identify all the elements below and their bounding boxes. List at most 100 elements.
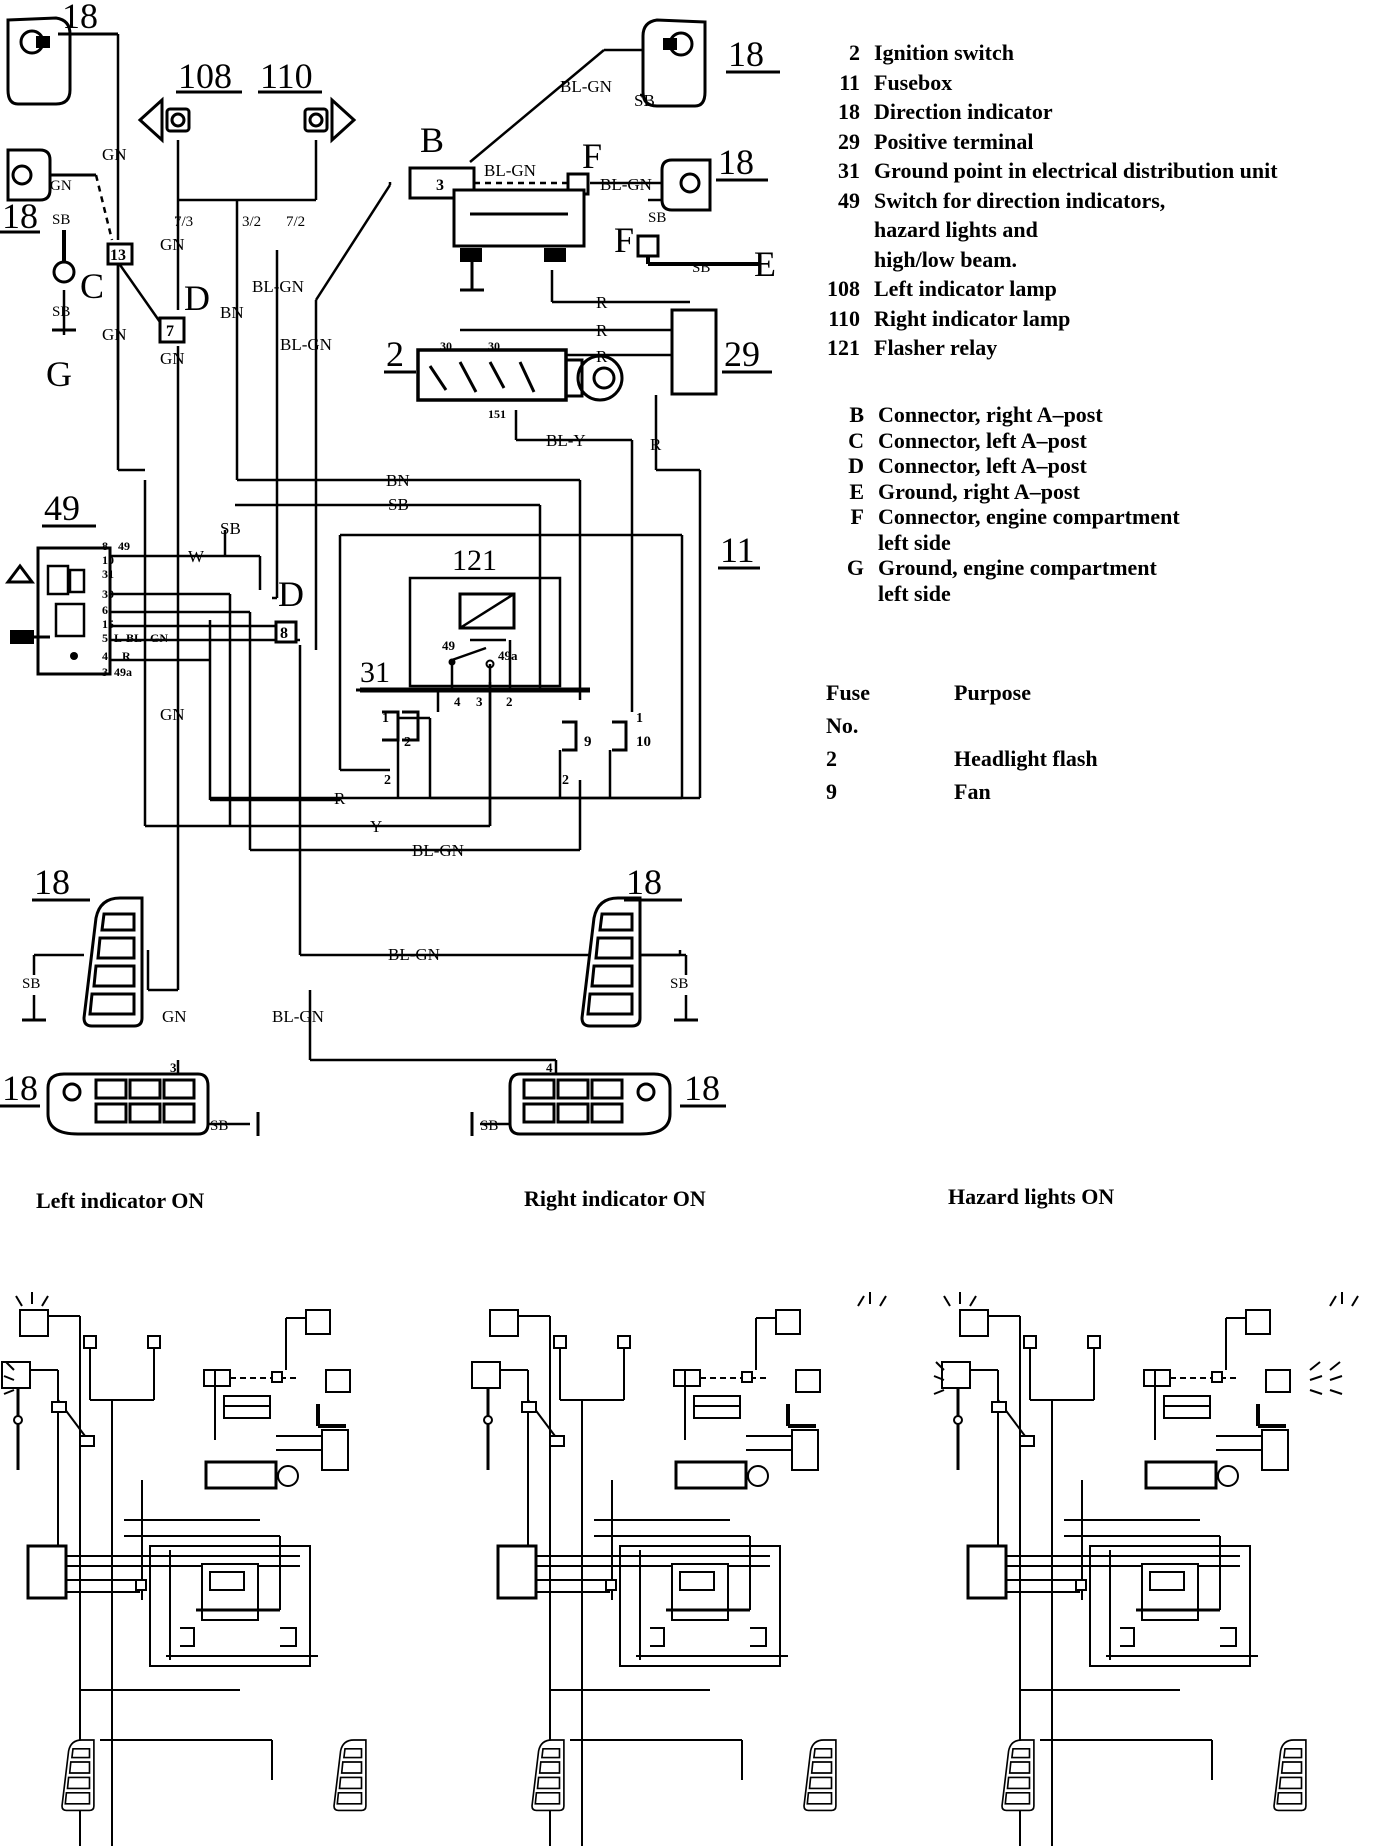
flash-rays [3, 1292, 1359, 1395]
svg-text:R: R [596, 321, 608, 340]
letter-g: G [46, 354, 72, 394]
svg-text:3: 3 [102, 665, 108, 679]
svg-text:7/3: 7/3 [174, 214, 193, 230]
thumbnail-right [470, 1308, 822, 1846]
caption-left-indicator: Left indicator ON [36, 1188, 205, 1213]
svg-text:R: R [334, 789, 346, 808]
thumbnail-tails [61, 1739, 1307, 1812]
ref-2: 2 [386, 334, 404, 374]
connector-legend-text: left side [878, 529, 951, 555]
letter-f: F [582, 136, 602, 176]
svg-text:BL-GN: BL-GN [600, 175, 652, 194]
legend-number: 11 [839, 69, 860, 95]
svg-text:R: R [122, 649, 131, 663]
legend-number: 49 [838, 187, 860, 213]
legend-number: 18 [838, 99, 860, 124]
ref-18-br: 18 [626, 862, 662, 902]
svg-text:BN: BN [386, 471, 410, 490]
legend-text: Fusebox [874, 69, 953, 95]
svg-text:8: 8 [280, 625, 288, 642]
svg-text:SB: SB [480, 1118, 498, 1134]
legend-text: high/low beam. [874, 246, 1018, 272]
letter-f2: F [614, 220, 634, 260]
svg-text:3/2: 3/2 [242, 214, 261, 230]
connector-d8 [274, 620, 298, 644]
svg-text:SB: SB [388, 495, 409, 514]
caption-hazard: Hazard lights ON [948, 1184, 1115, 1209]
svg-text:7: 7 [166, 323, 174, 340]
ref-18-tr: 18 [728, 34, 764, 74]
legend-text: Ground point in electrical distribution … [874, 158, 1278, 183]
ref-18-ml: 18 [2, 196, 38, 236]
connector-legend-letter: B [849, 402, 864, 427]
connector-legend-letter: D [848, 453, 864, 478]
legend-number: 121 [827, 335, 860, 360]
legend-text: Switch for direction indicators, [874, 187, 1166, 213]
connector-legend-text: Connector, right A–post [878, 402, 1103, 427]
svg-text:BL-GN: BL-GN [272, 1007, 324, 1026]
svg-text:3: 3 [170, 1060, 177, 1075]
svg-text:R: R [650, 435, 662, 454]
ref-31: 31 [360, 656, 390, 689]
legend-row: 11 Fusebox [839, 68, 1278, 98]
flasher-relay-icon [448, 592, 516, 826]
wire-labels: BL-GN SB GN GN SB SB 7/3 3/2 7/2 GN BL-G… [22, 77, 710, 1134]
connector-legend-text: Ground, engine compartment [878, 555, 1157, 580]
svg-text:BL-GN: BL-GN [484, 161, 536, 180]
thumbnail-left [0, 1308, 352, 1846]
connector-legend-text: left side [878, 580, 951, 606]
svg-text:BL-Y: BL-Y [546, 431, 586, 450]
svg-text:BL-GN: BL-GN [280, 335, 332, 354]
ref-110: 110 [260, 56, 313, 96]
component-refs: 18 108 110 18 18 18 2 29 49 11 121 31 18… [2, 0, 764, 1108]
svg-text:10: 10 [636, 734, 651, 750]
positive-terminal-box [670, 308, 718, 396]
svg-text:R: R [596, 347, 608, 366]
svg-text:4: 4 [546, 1060, 553, 1075]
svg-text:R: R [596, 293, 608, 312]
legend-text: Flasher relay [874, 335, 998, 360]
ref-18-bl: 18 [34, 862, 70, 902]
svg-text:BL-GN: BL-GN [252, 277, 304, 296]
svg-text:GN: GN [162, 1007, 187, 1026]
ref-18-bbl: 18 [2, 1068, 38, 1108]
ref-121: 121 [452, 544, 497, 577]
legend-row: hazard lights and [874, 215, 1278, 245]
legend-row: 49 Switch for direction indicators, [838, 186, 1278, 216]
svg-text:SB: SB [210, 1118, 228, 1134]
legend-number: 29 [838, 128, 860, 154]
ref-108: 108 [178, 56, 232, 96]
indicator-18-left-icon [6, 148, 52, 202]
svg-text:GN: GN [160, 349, 185, 368]
svg-text:2: 2 [506, 694, 513, 709]
legend-number: 31 [838, 158, 860, 183]
svg-text:49a: 49a [114, 665, 132, 679]
connector-legend-row: B Connector, right A–post [849, 402, 1180, 428]
svg-text:1: 1 [636, 711, 643, 726]
fuse-table: Fuse Purpose No. 2 Headlight flash 9 Fan [826, 676, 1226, 808]
svg-text:30: 30 [488, 339, 500, 353]
fuse-row: 2 Headlight flash [826, 746, 1098, 771]
ref-18-tl: 18 [62, 0, 98, 36]
letter-c: C [80, 266, 104, 306]
ref-underlines [0, 32, 780, 1108]
svg-text:SB: SB [634, 91, 655, 110]
legend-number: 108 [827, 276, 860, 301]
svg-text:6: 6 [102, 603, 108, 617]
battery-icon [452, 188, 586, 292]
connector-legend-text: Connector, left A–post [878, 453, 1087, 478]
svg-text:BL-GN: BL-GN [412, 841, 464, 860]
lamp-108-icon [137, 96, 191, 144]
connector-c13 [106, 242, 134, 266]
svg-text:GN: GN [160, 235, 185, 254]
svg-text:2: 2 [384, 773, 391, 788]
thumbnail-hazard [940, 1308, 1292, 1846]
lamp-110-icon [303, 96, 357, 144]
connector-legend-letter: E [849, 478, 864, 504]
svg-text:Y: Y [370, 817, 382, 836]
svg-text:BL-GN: BL-GN [388, 945, 440, 964]
